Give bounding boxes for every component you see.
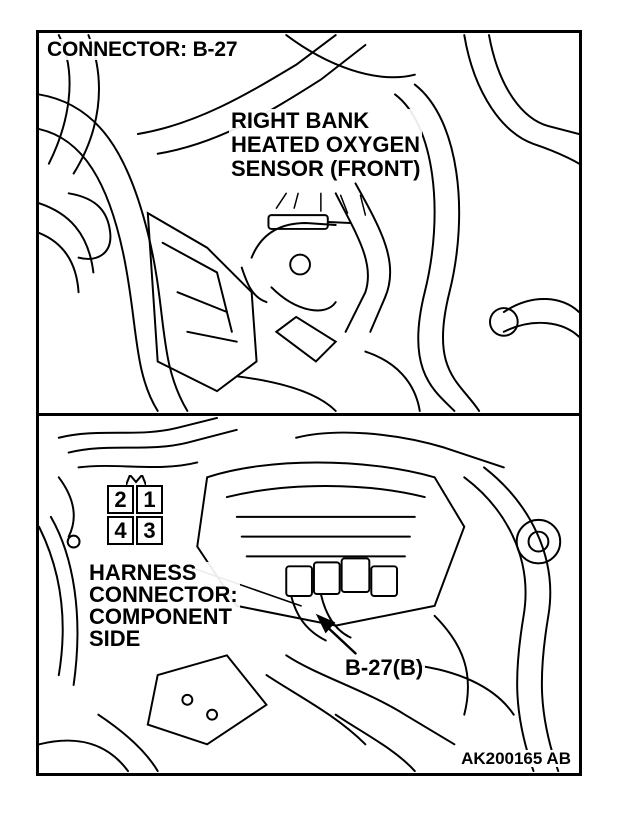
pin-1: 1	[136, 485, 163, 514]
harness-connector-face: 2 1 4 3	[107, 475, 165, 547]
harness-label: HARNESS CONNECTOR: COMPONENT SIDE	[87, 562, 240, 650]
pin-2: 2	[107, 485, 134, 514]
sensor-label-line-3: SENSOR (FRONT)	[231, 156, 421, 181]
engine-bay-illustration-top	[39, 34, 579, 412]
harness-label-line-3: COMPONENT	[89, 604, 232, 629]
engine-bay-illustration-bottom	[39, 416, 562, 773]
harness-label-line-2: CONNECTOR:	[89, 582, 238, 607]
pin-4: 4	[107, 516, 134, 545]
connector-callout: B-27(B)	[343, 655, 426, 680]
harness-label-line-1: HARNESS	[89, 560, 197, 585]
connector-view-panel: 2 1 4 3 HARNESS CONNECTOR: COMPONENT SID…	[39, 416, 579, 773]
figure-id: AK200165 AB	[461, 749, 571, 768]
sensor-label-line-1: RIGHT BANK	[231, 108, 370, 133]
harness-label-line-4: SIDE	[89, 626, 141, 651]
sensor-view-panel: CONNECTOR: B-27 RIGHT BANK HEATED OXYGEN…	[39, 33, 579, 416]
pin-3: 3	[136, 516, 163, 545]
sensor-label: RIGHT BANK HEATED OXYGEN SENSOR (FRONT)	[229, 108, 423, 181]
diagram-frame: CONNECTOR: B-27 RIGHT BANK HEATED OXYGEN…	[36, 30, 582, 776]
connector-title: CONNECTOR: B-27	[47, 38, 238, 61]
connector-key-icon	[126, 475, 146, 485]
sensor-label-line-2: HEATED OXYGEN	[231, 132, 421, 157]
